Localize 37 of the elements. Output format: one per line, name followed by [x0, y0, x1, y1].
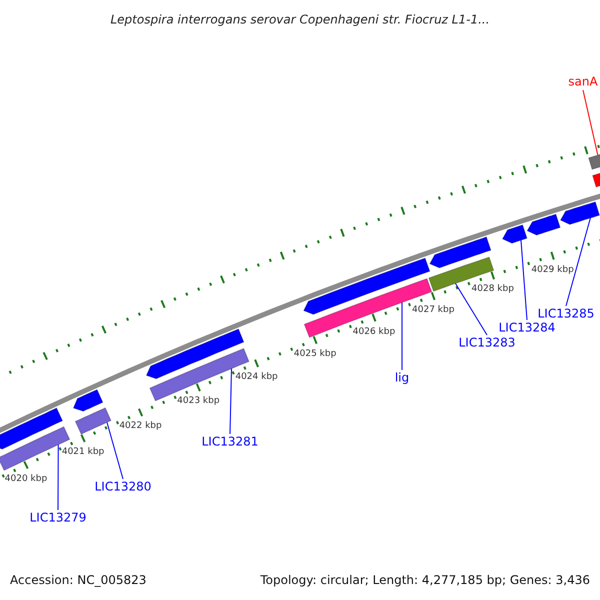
tick-label: 4027 kbp: [412, 306, 454, 316]
accession-text: Accession: NC_005823: [10, 573, 146, 587]
gene-feature: [74, 407, 112, 435]
gene-label: lig: [394, 371, 410, 385]
gene-label: LIC13279: [30, 511, 86, 525]
gene-label: LIC13281: [202, 435, 258, 449]
tick-label: 4020 kbp: [4, 475, 48, 485]
gene-feature: [428, 256, 494, 292]
leader-line: [230, 368, 232, 434]
leader-line: [455, 283, 488, 336]
gene-label: sanA: [568, 75, 598, 89]
genome-stats-text: Topology: circular; Length: 4,277,185 bp; Genes: 3,436: [260, 573, 590, 587]
tick-label: 4026 kbp: [352, 328, 396, 338]
tick-label: 4022 kbp: [119, 422, 162, 432]
leader-line: [58, 444, 59, 510]
gene-label: LIC13285: [538, 307, 594, 321]
gene-feature: [304, 278, 432, 338]
leader-line: [582, 90, 598, 156]
leader-line: [520, 240, 528, 320]
leader-line: [106, 422, 124, 480]
tick-label: 4021 kbp: [62, 448, 104, 458]
title: Leptospira interrogans serovar Copenhageni str. Fiocruz L1-1...: [110, 13, 490, 27]
gene-label: LIC13284: [498, 321, 556, 335]
gene-label: LIC13280: [94, 480, 152, 494]
gene-feature: [502, 224, 528, 244]
gene-feature: [526, 214, 561, 236]
tick-label: 4028 kbp: [472, 286, 514, 296]
leader-line: [566, 218, 591, 306]
tick-label: 4025 kbp: [294, 350, 336, 360]
gene-feature: [72, 389, 104, 412]
tick-label: 4024 kbp: [235, 373, 278, 384]
gene-feature: [560, 201, 600, 225]
gene-feature: [429, 236, 492, 268]
gene-feature: [0, 407, 64, 450]
tick-label: 4029 kbp: [531, 266, 574, 276]
tick-label: 4023 kbp: [177, 398, 220, 408]
gene-label: LIC13283: [458, 336, 516, 350]
